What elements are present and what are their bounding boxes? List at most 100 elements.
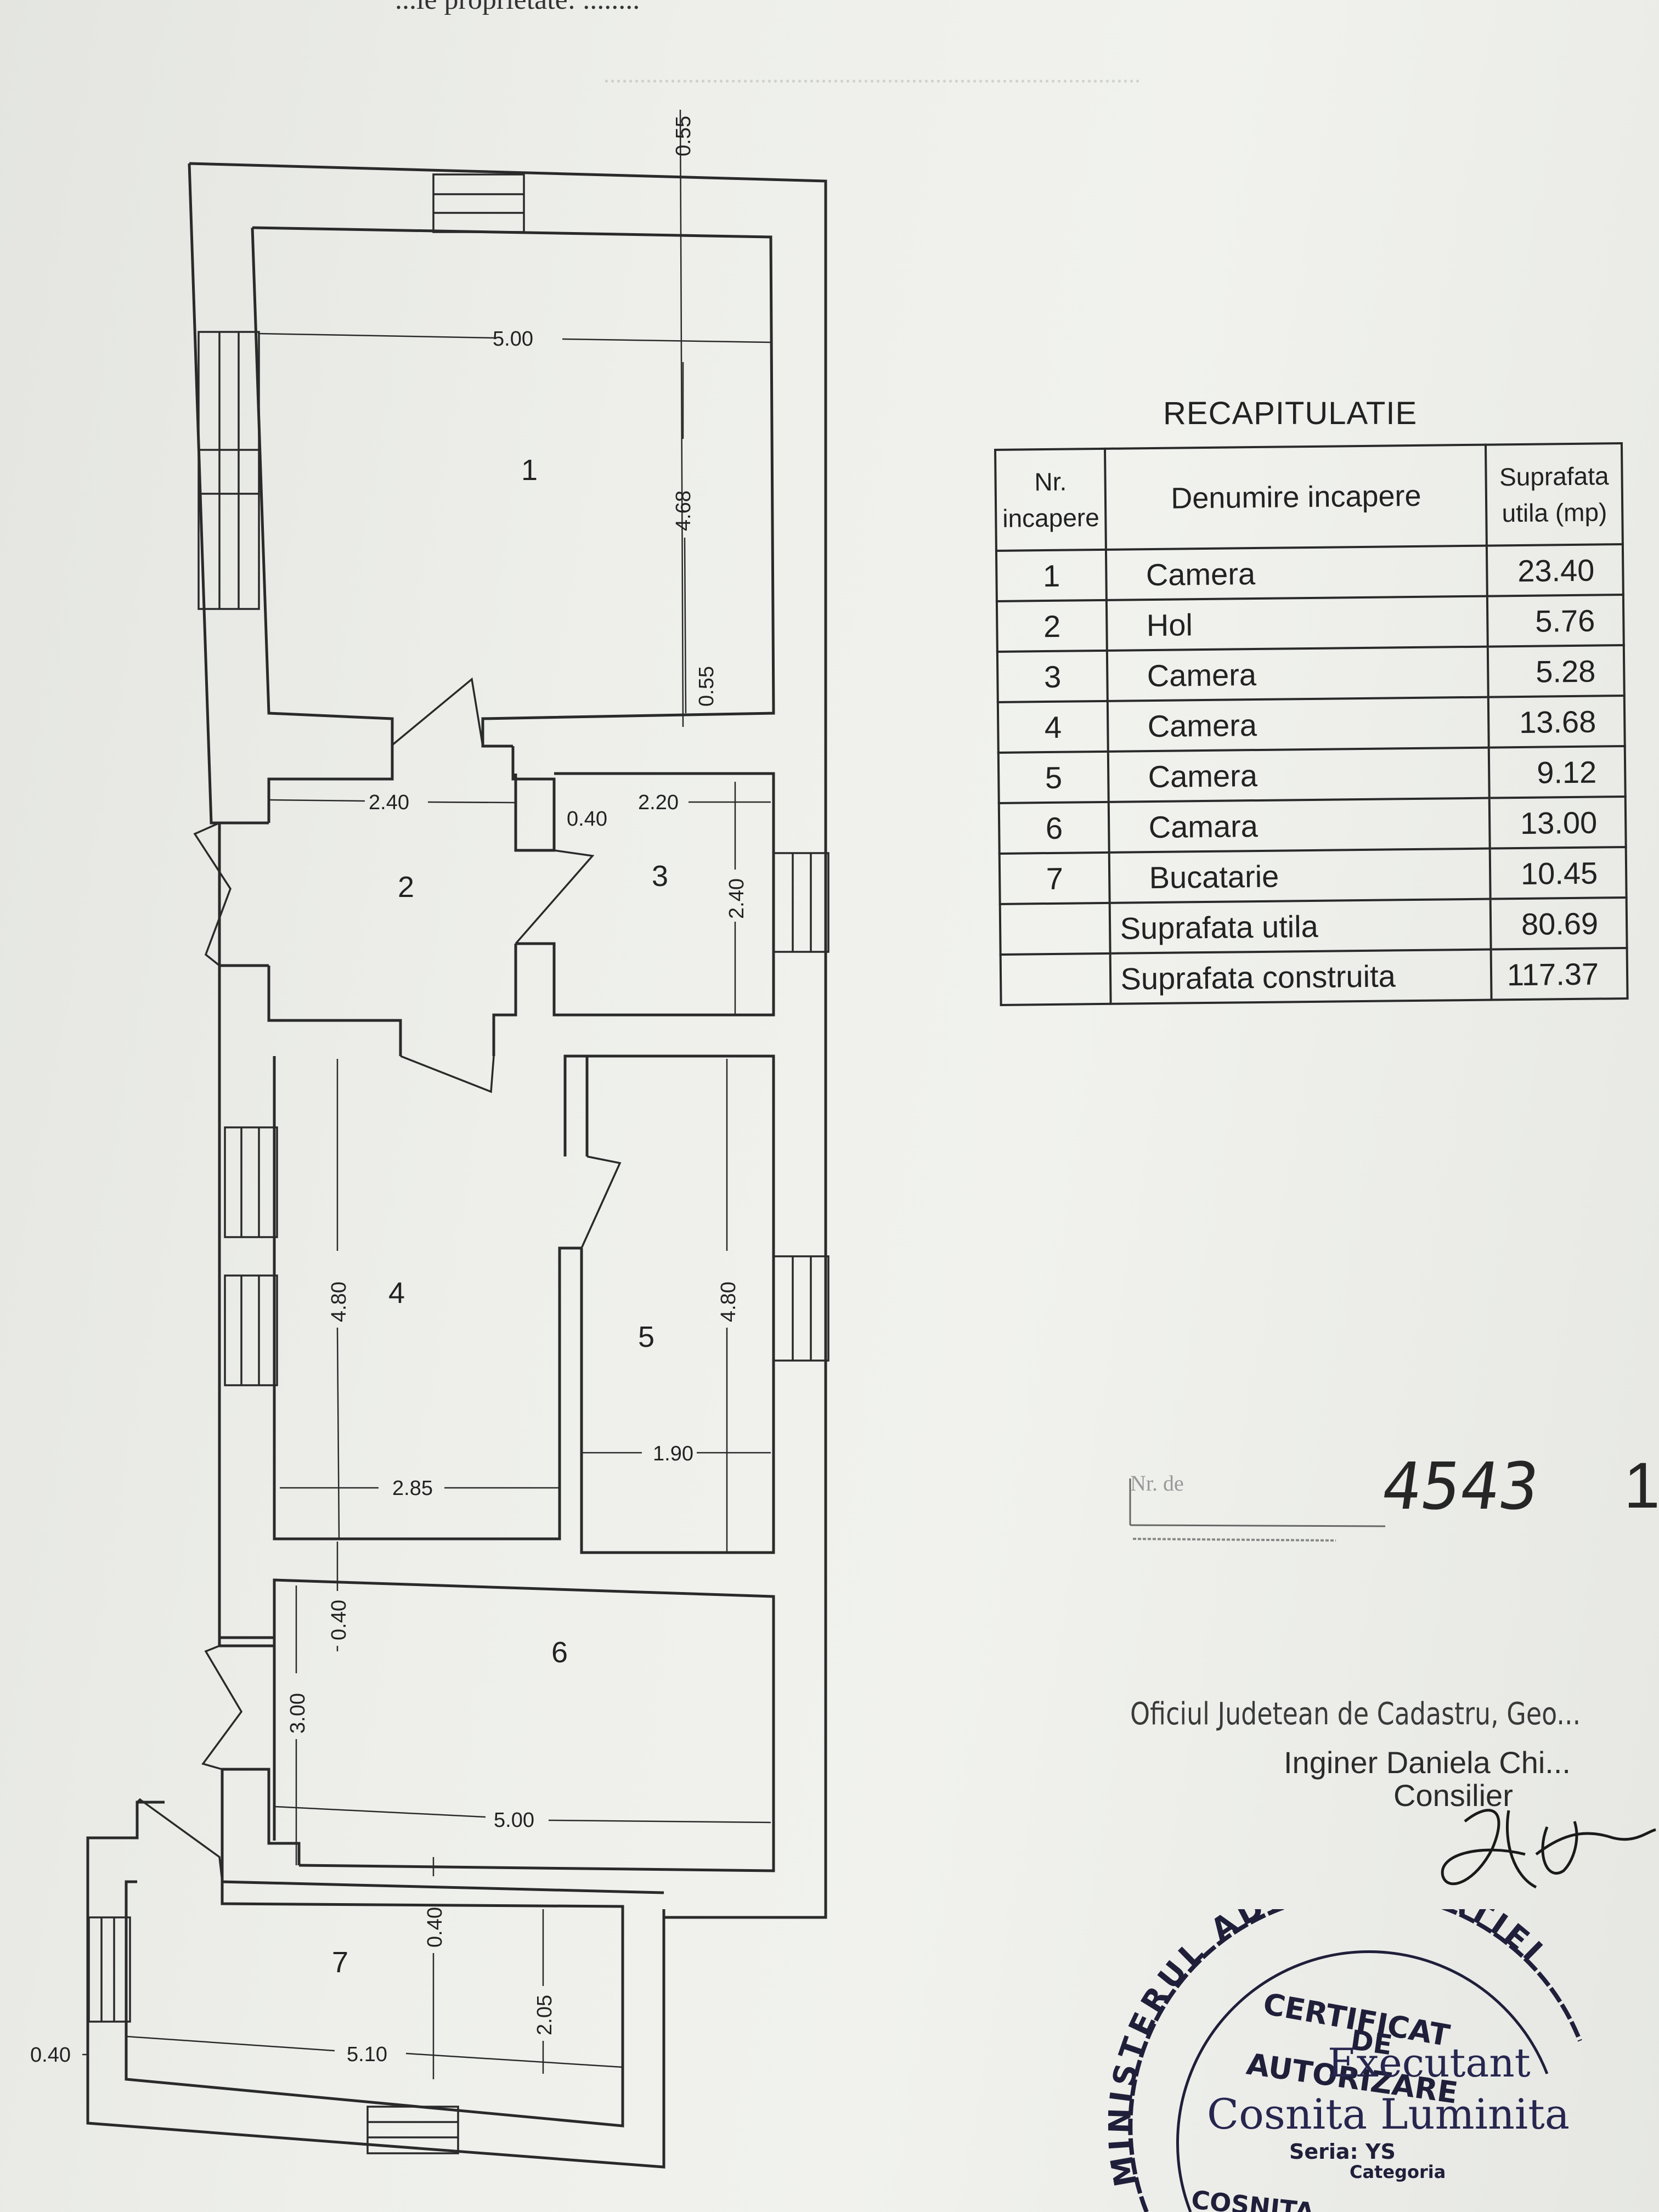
- useful-area-row: Suprafata utila 80.69: [1000, 897, 1627, 955]
- room-number-4: 4: [388, 1277, 405, 1310]
- window-room7-bottom: [366, 2106, 459, 2154]
- table-row: 1 Camera 23.40: [996, 544, 1623, 601]
- dim-room4-width: 2.85: [392, 1477, 433, 1500]
- useful-area-label: Suprafata utila: [1110, 899, 1492, 953]
- row-area: 10.45: [1490, 847, 1627, 899]
- dim-room1-gap: 0.55: [695, 666, 718, 707]
- col-name-header: Denumire incapere: [1105, 444, 1487, 550]
- window-room1-top: [432, 173, 525, 233]
- row-nr: 2: [996, 600, 1108, 652]
- dim-room3-width: 2.20: [638, 791, 679, 814]
- outer-walls: [86, 162, 827, 2169]
- dim-room7-height: 2.05: [533, 1995, 556, 2035]
- registration-number: 4543: [1377, 1448, 1544, 1524]
- dim-room7-width: 5.10: [347, 2043, 387, 2066]
- recap-title: RECAPITULATIE: [1163, 396, 1418, 431]
- row-name: Camera: [1107, 646, 1489, 701]
- table-row: 2 Hol 5.76: [996, 595, 1624, 652]
- dimension-labels: 0.55 5.00 4.68 0.55 2.40 0.40 2.20 2.40 …: [30, 116, 748, 2067]
- row-nr: 6: [998, 802, 1110, 854]
- engineer-role: Consilier: [1393, 1778, 1513, 1813]
- built-area-label: Suprafata construita: [1110, 949, 1492, 1004]
- dim-room6-width: 5.00: [494, 1809, 534, 1832]
- stamp-category: Categoria: [1350, 2162, 1446, 2182]
- room6-walls: [201, 1645, 664, 1894]
- built-area-row: Suprafata construita 117.37: [1000, 947, 1628, 1005]
- row-name: Camera: [1108, 747, 1490, 802]
- window-room1-left: [198, 331, 260, 610]
- row-name: Camara: [1109, 798, 1491, 853]
- stamp-de: DE: [1348, 2024, 1394, 2061]
- engineer-name: Inginer Daniela Chi...: [1284, 1745, 1571, 1780]
- dim-wall-2-3: 0.40: [567, 808, 607, 831]
- table-row: 4 Camera 13.68: [997, 695, 1625, 753]
- stamp-executant: Executant: [1328, 2040, 1531, 2086]
- row-area: 5.76: [1487, 595, 1624, 647]
- col-area-header: Suprafata utila (mp): [1486, 443, 1623, 546]
- col-nr-header: Nr. incapere: [995, 448, 1107, 551]
- handwritten-signature: [1441, 1809, 1656, 1889]
- window-room5: [772, 1255, 830, 1362]
- hall-walls: [218, 745, 775, 1639]
- row-area: 23.40: [1487, 544, 1623, 596]
- stamp-series: Seria: YS: [1289, 2140, 1396, 2164]
- dim-room7-left-offset: 0.40: [30, 2044, 71, 2067]
- row-area: 13.00: [1489, 796, 1626, 849]
- room-numbers: 1 2 3 4 5 6 7: [332, 454, 668, 1979]
- dimension-lines: [82, 109, 771, 2079]
- room-number-2: 2: [398, 871, 414, 904]
- office-name: Oficiul Judetean de Cadastru, Geo...: [1130, 1696, 1581, 1732]
- recap-table: Nr. incapere Denumire incapere Suprafata…: [994, 442, 1629, 1006]
- stamp-holder-name: Cosnita Luminita: [1207, 2090, 1570, 2138]
- row-nr: 3: [997, 650, 1108, 702]
- dim-room5-width: 1.90: [653, 1442, 693, 1465]
- recap-header-row: Nr. incapere Denumire incapere Suprafata…: [995, 443, 1623, 551]
- room-number-5: 5: [638, 1321, 654, 1353]
- dim-room6-height: 3.00: [286, 1693, 309, 1734]
- stamp-bottom-name: COSNITA: [1190, 2185, 1316, 2212]
- dim-wall-4-6: 0.40: [328, 1600, 351, 1640]
- row-area: 5.28: [1488, 645, 1624, 697]
- room-number-3: 3: [652, 860, 668, 893]
- row-name: Bucatarie: [1109, 848, 1491, 903]
- table-row: 7 Bucatarie 10.45: [999, 847, 1627, 904]
- page-number: 16: [1624, 1449, 1659, 1522]
- useful-area-value: 80.69: [1491, 897, 1627, 950]
- empty-cell: [1000, 953, 1111, 1005]
- room-number-6: 6: [551, 1636, 568, 1669]
- dim-room2-width: 2.40: [369, 791, 409, 814]
- official-stamp: MINISTERUL ADMINISTRATIEI CERTIFICAT DE …: [1108, 1909, 1582, 2212]
- dim-room3-height: 2.40: [725, 878, 748, 919]
- row-area: 9.12: [1489, 746, 1626, 798]
- built-area-value: 117.37: [1491, 947, 1628, 1000]
- registration-lines: [1129, 1479, 1386, 1542]
- bleed-through-text: ........................................…: [603, 61, 1141, 88]
- dim-top-offset: 0.55: [672, 116, 695, 156]
- row-nr: 1: [996, 549, 1107, 601]
- row-name: Camera: [1106, 545, 1488, 600]
- table-row: 6 Camara 13.00: [998, 796, 1626, 854]
- window-room4: [224, 1126, 278, 1386]
- header-fragment: ...le proprietate: ........: [395, 0, 640, 16]
- dim-room1-width: 5.00: [493, 328, 533, 351]
- room7-walls: [125, 1798, 624, 2128]
- dim-room1-height: 4.68: [672, 490, 695, 531]
- row-name: Hol: [1107, 596, 1488, 651]
- window-room3: [772, 852, 830, 953]
- row-area: 13.68: [1488, 695, 1625, 748]
- dim-room4-height: 4.80: [328, 1282, 351, 1322]
- empty-cell: [1000, 902, 1111, 955]
- row-nr: 4: [997, 701, 1109, 753]
- room-number-7: 7: [332, 1946, 348, 1979]
- table-row: 5 Camera 9.12: [998, 746, 1626, 803]
- row-name: Camera: [1108, 697, 1489, 752]
- row-nr: 5: [998, 751, 1109, 803]
- dim-wall-6-7: 0.40: [424, 1907, 447, 1948]
- row-nr: 7: [999, 852, 1110, 904]
- window-room7-left: [88, 1916, 131, 2023]
- table-row: 3 Camera 5.28: [997, 645, 1624, 702]
- floor-plan: 0.55 5.00 4.68 0.55 2.40 0.40 2.20 2.40 …: [30, 109, 830, 2169]
- registration-label: Nr. de: [1130, 1471, 1184, 1496]
- room-number-1: 1: [521, 454, 538, 487]
- hall-doors: [193, 677, 595, 1093]
